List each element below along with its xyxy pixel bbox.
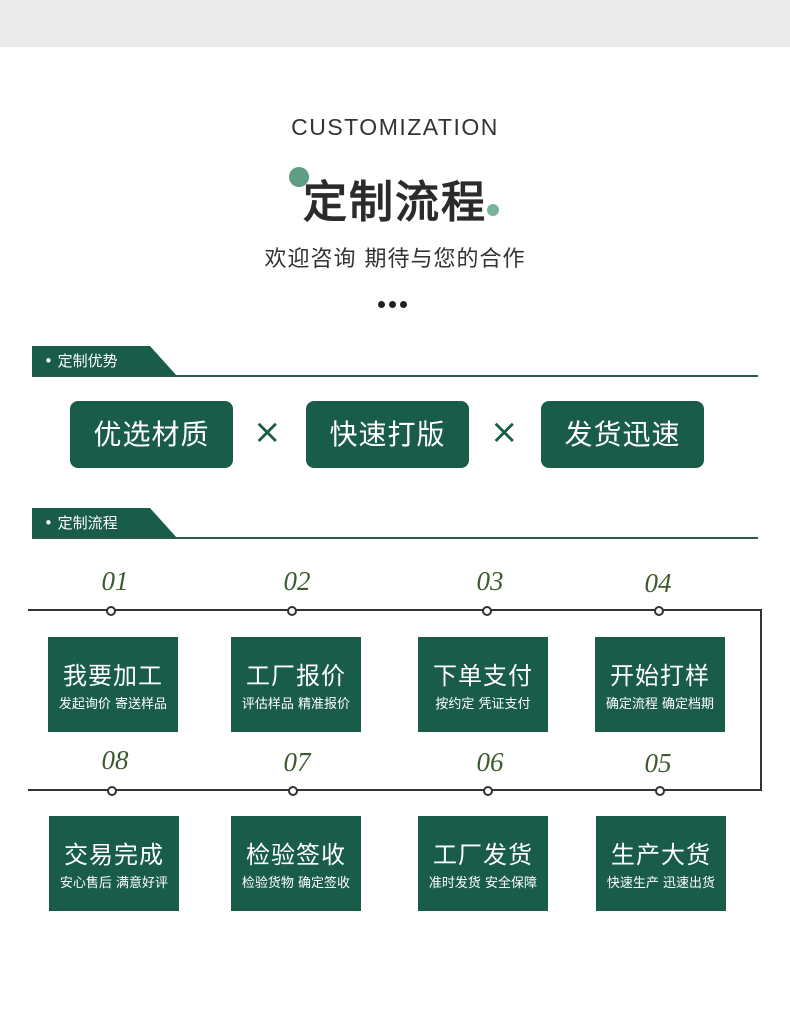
timeline-node <box>288 786 298 796</box>
decor-dot-large <box>289 167 309 187</box>
timeline-node <box>654 606 664 616</box>
step-subtitle: 确定流程 确定档期 <box>605 697 715 712</box>
step-card: 开始打样 确定流程 确定档期 <box>595 637 725 732</box>
step-number: 03 <box>476 566 504 596</box>
advantage-card: 快速打版 <box>306 401 469 468</box>
advantage-card: 发货迅速 <box>541 401 704 468</box>
step-subtitle: 准时发货 安全保障 <box>428 876 538 891</box>
step-card: 工厂报价 评估样品 精准报价 <box>231 637 361 732</box>
step-card: 下单支付 按约定 凭证支付 <box>418 637 548 732</box>
step-title: 工厂发货 <box>433 841 533 869</box>
step-number: 05 <box>644 748 672 778</box>
page-subtitle: 欢迎咨询 期待与您的合作 <box>264 247 526 272</box>
step-title: 开始打样 <box>610 662 710 690</box>
section-tag-process: • 定制流程 <box>32 508 177 538</box>
step-title: 检验签收 <box>246 841 346 869</box>
timeline-node <box>106 606 116 616</box>
step-subtitle: 快速生产 迅速出货 <box>606 876 716 891</box>
times-icon: × <box>490 412 519 452</box>
section-tag-advantages: • 定制优势 <box>32 346 177 376</box>
timeline-connector <box>760 609 762 791</box>
step-number: 02 <box>283 566 311 596</box>
top-bar <box>0 0 790 47</box>
step-card: 工厂发货 准时发货 安全保障 <box>418 816 548 911</box>
section-label: • 定制流程 <box>44 514 118 532</box>
step-subtitle: 按约定 凭证支付 <box>435 697 531 712</box>
step-subtitle: 检验货物 确定签收 <box>241 876 351 891</box>
timeline-line-bottom <box>28 789 762 791</box>
step-number: 01 <box>101 566 129 596</box>
step-title: 交易完成 <box>64 841 164 869</box>
step-title: 我要加工 <box>63 662 163 690</box>
step-number: 04 <box>644 568 672 598</box>
step-card: 检验签收 检验货物 确定签收 <box>231 816 361 911</box>
step-subtitle: 评估样品 精准报价 <box>241 697 351 712</box>
advantage-card: 优选材质 <box>70 401 233 468</box>
step-title: 工厂报价 <box>246 662 346 690</box>
timeline-node <box>107 786 117 796</box>
english-title: CUSTOMIZATION <box>291 114 499 140</box>
timeline-node <box>482 606 492 616</box>
page-title: 定制流程 <box>303 177 487 228</box>
step-number: 07 <box>283 747 311 777</box>
step-card: 我要加工 发起询价 寄送样品 <box>48 637 178 732</box>
section-divider <box>32 375 758 377</box>
step-number: 06 <box>476 747 504 777</box>
section-label: • 定制优势 <box>44 352 118 370</box>
step-title: 生产大货 <box>611 841 711 869</box>
tag-shape <box>32 346 177 376</box>
timeline-node <box>655 786 665 796</box>
timeline-node <box>287 606 297 616</box>
timeline-line-top <box>28 609 762 611</box>
tag-shape <box>32 508 177 538</box>
step-number: 08 <box>101 745 129 775</box>
step-card: 生产大货 快速生产 迅速出货 <box>596 816 726 911</box>
section-divider <box>32 537 758 539</box>
step-card: 交易完成 安心售后 满意好评 <box>49 816 179 911</box>
times-icon: × <box>253 412 282 452</box>
step-subtitle: 安心售后 满意好评 <box>59 876 169 891</box>
ellipsis-icon <box>378 301 407 308</box>
step-subtitle: 发起询价 寄送样品 <box>58 697 168 712</box>
step-title: 下单支付 <box>433 662 533 690</box>
timeline-node <box>483 786 493 796</box>
decor-dot-small <box>487 204 499 216</box>
